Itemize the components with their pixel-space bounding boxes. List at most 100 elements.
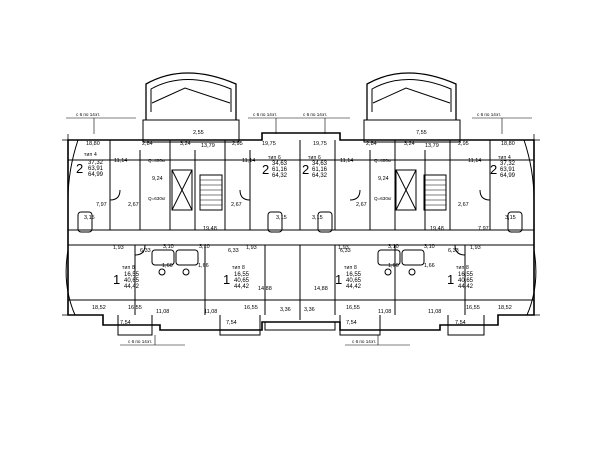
apartment-type: тип 4 [498,155,511,161]
room-area: 1,66 [388,263,399,269]
area-total: 34,63 [312,161,328,167]
room-area: 19,75 [262,141,276,147]
area-total: 16,55 [234,272,250,278]
floor-note: с 6 по 14эт. [253,112,277,117]
room-area: 9,24 [152,176,163,182]
room-area: 1,66 [198,263,209,269]
room-area: 2,67 [231,202,242,208]
room-area: 11,14 [468,158,482,164]
area-living: 40,65 [234,278,250,284]
elevator-label: Q=400кг [148,158,166,163]
room-area: 1,66 [162,263,173,269]
room-area: 7,54 [346,320,357,326]
room-area: 18,80 [86,141,100,147]
area-gross: 44,42 [234,284,250,290]
rooms-count: 1 [113,272,121,287]
apartment-type: тип 8 [122,265,135,271]
area-living: 61,16 [272,167,288,173]
room-area: 7,55 [416,130,427,136]
floor-note: с 6 по 14эт. [303,112,327,117]
room-area: 16,55 [128,305,142,311]
rooms-count: 2 [302,162,310,177]
room-area: 6,33 [448,248,459,254]
room-area: 3,36 [280,307,291,313]
apartment-type: тип 6 [268,155,281,161]
area-total: 16,55 [346,272,362,278]
room-area: 18,80 [501,141,515,147]
area-living: 63,91 [500,167,516,173]
room-area: 7,97 [478,226,489,232]
room-area: 2,84 [366,141,377,147]
room-area: 3,10 [388,244,399,250]
room-area: 16,55 [346,305,360,311]
room-area: 18,52 [92,305,106,311]
room-area: 11,14 [242,158,256,164]
room-area: 2,55 [193,130,204,136]
room-area: 2,67 [458,202,469,208]
room-area: 3,15 [312,215,323,221]
area-gross: 44,42 [346,284,362,290]
rooms-count: 2 [262,162,270,177]
rooms-count: 1 [335,272,343,287]
room-area: 14,88 [258,286,272,292]
room-area: 13,79 [201,143,215,149]
area-gross: 44,42 [124,284,140,290]
floor-note: с 6 по 14эт. [76,112,100,117]
room-area: 16,55 [466,305,480,311]
room-area: 19,48 [203,226,217,232]
room-area: 11,08 [378,309,392,315]
room-area: 7,54 [455,320,466,326]
area-total: 37,32 [88,160,104,166]
area-gross: 64,32 [312,173,328,179]
room-area: 9,24 [378,176,389,182]
room-area: 3,15 [505,215,516,221]
room-area: 1,93 [113,245,124,251]
room-area: 2,67 [128,202,139,208]
elevator-label: Q=630кг [148,196,166,201]
room-area: 11,14 [340,158,354,164]
room-area: 1,93 [338,245,349,251]
floor-note: с 6 по 14эт. [477,112,501,117]
room-area: 11,08 [204,309,218,315]
area-living: 63,91 [88,166,104,172]
room-area: 3,36 [304,307,315,313]
room-area: 3,24 [404,141,415,147]
rooms-count: 1 [447,272,455,287]
room-area: 19,75 [313,141,327,147]
room-area: 19,48 [430,226,444,232]
area-living: 61,16 [312,167,328,173]
room-area: 18,52 [498,305,512,311]
apartment-type: тип 8 [232,265,245,271]
area-total: 37,32 [500,161,516,167]
area-gross: 64,99 [88,172,104,178]
room-area: 2,84 [142,141,153,147]
area-living: 40,65 [124,278,140,284]
area-living: 40,65 [346,278,362,284]
floor-note: с 6 по 14эт. [128,339,152,344]
apartment-type: тип 6 [308,155,321,161]
room-area: 3,10 [163,244,174,250]
room-area: 7,54 [120,320,131,326]
area-gross: 44,42 [458,284,474,290]
apartment-type: тип 4 [84,152,97,158]
room-area: 2,95 [232,141,243,147]
rooms-count: 2 [490,162,498,177]
area-gross: 64,99 [500,173,516,179]
room-area: 6,33 [140,248,151,254]
elevator-label: Q=400кг [374,158,392,163]
room-area: 11,14 [114,158,128,164]
room-area: 6,33 [340,248,351,254]
room-area: 1,93 [246,245,257,251]
room-area: 3,10 [199,244,210,250]
room-area: 16,55 [244,305,258,311]
room-area: 2,95 [458,141,469,147]
area-living: 40,65 [458,278,474,284]
apartment-type: тип 8 [344,265,357,271]
room-area: 7,97 [96,202,107,208]
room-area: 3,15 [84,215,95,221]
room-area: 2,67 [356,202,367,208]
area-total: 16,55 [458,272,474,278]
room-area: 3,10 [424,244,435,250]
room-area: 14,88 [314,286,328,292]
